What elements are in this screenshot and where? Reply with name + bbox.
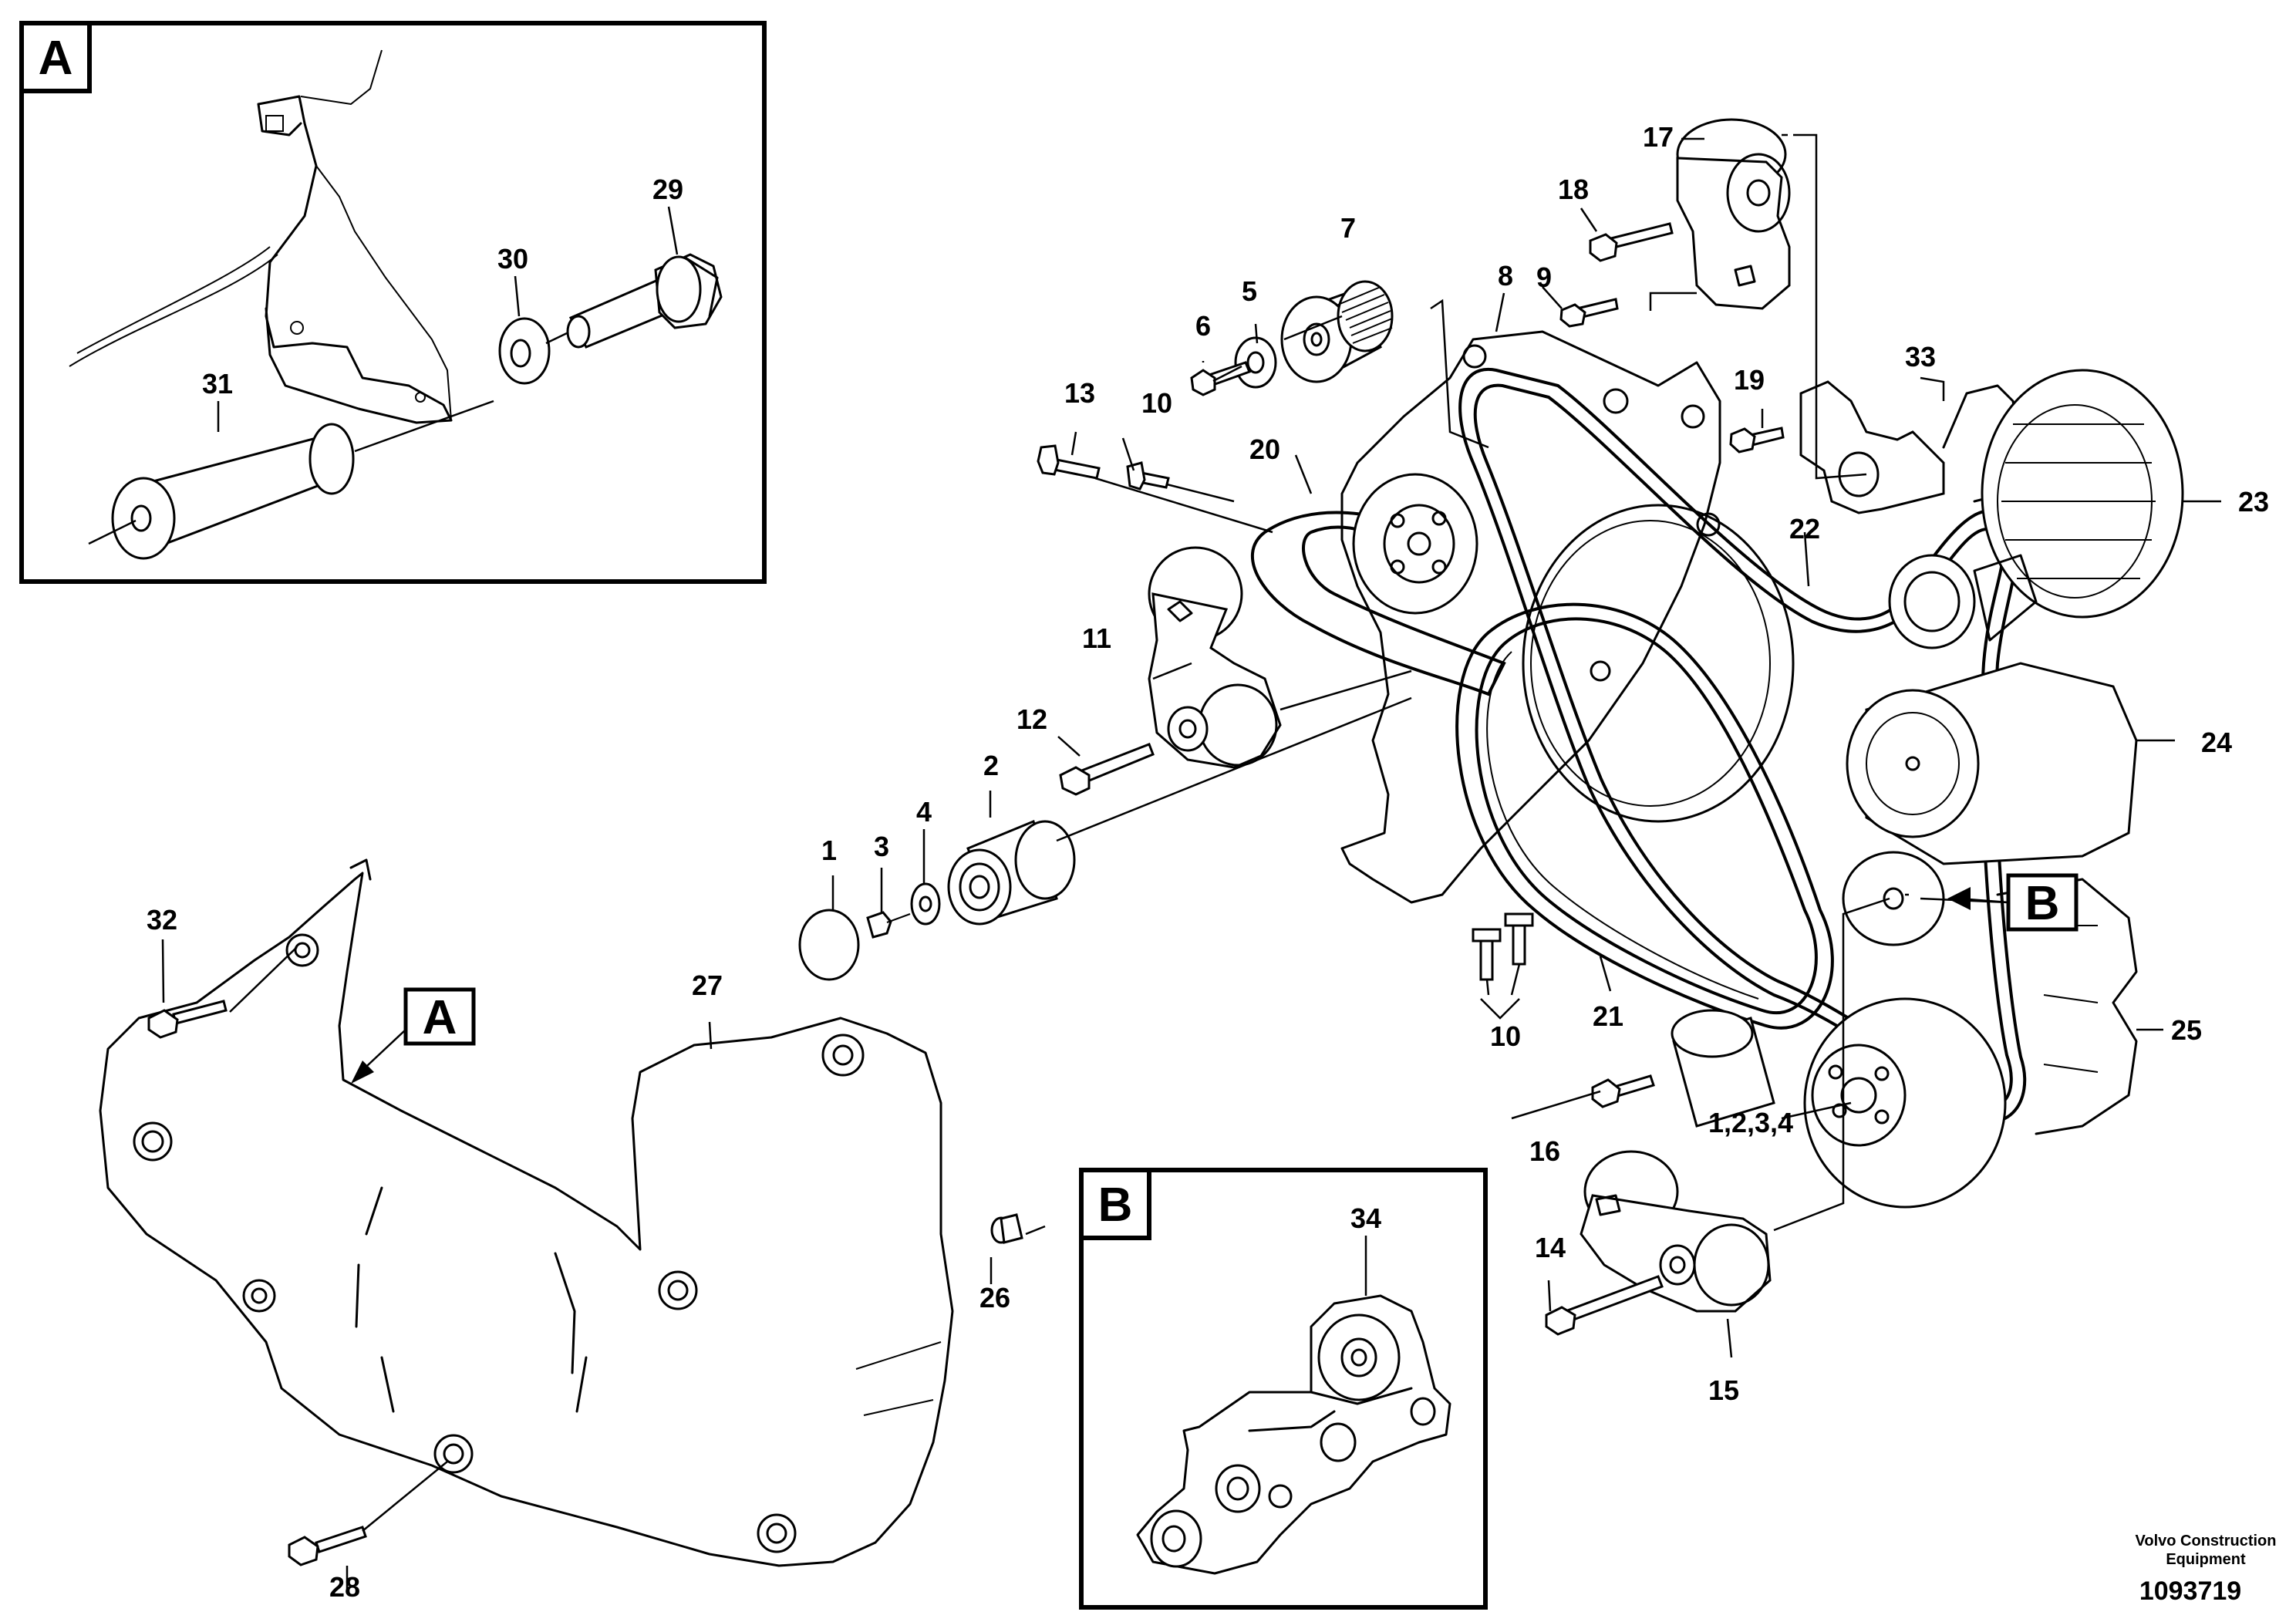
label-32: 32	[147, 904, 177, 936]
label-5: 5	[1242, 275, 1257, 307]
idler-pulley-7	[1280, 280, 1394, 383]
label-2: 2	[983, 750, 999, 781]
label-22: 22	[1789, 513, 1820, 545]
label-33: 33	[1905, 341, 1936, 373]
label-1: 1	[821, 835, 837, 866]
label-29: 29	[652, 174, 683, 205]
label-19: 19	[1734, 364, 1765, 396]
label-27: 27	[692, 969, 723, 1001]
idler-pulley-2	[947, 819, 1076, 926]
detail-a-panel: A 31	[19, 21, 767, 584]
tensioner-17	[1676, 118, 1791, 310]
label-10-upper: 10	[1141, 387, 1172, 419]
bracket-33	[1799, 380, 2022, 514]
label-8: 8	[1498, 260, 1513, 292]
detail-a-tag: A	[39, 32, 73, 85]
label-15: 15	[1708, 1374, 1739, 1406]
label-14: 14	[1535, 1232, 1566, 1263]
label-13: 13	[1064, 377, 1095, 409]
label-11: 11	[1082, 622, 1111, 654]
label-3: 3	[874, 831, 889, 862]
label-7: 7	[1340, 212, 1356, 244]
belt-22	[1458, 367, 2027, 1124]
label-4: 4	[916, 796, 932, 828]
brand-line-2: Equipment	[2166, 1551, 2246, 1568]
bolt-29	[566, 253, 723, 349]
detail-b-panel: B 34	[1079, 1168, 1488, 1610]
cover-27	[99, 858, 954, 1567]
label-24: 24	[2201, 727, 2232, 758]
cover-holes	[133, 933, 865, 1553]
label-26: 26	[979, 1282, 1010, 1313]
callout-b: B	[1947, 873, 2079, 932]
compressor-24	[1846, 662, 2138, 865]
label-34: 34	[1350, 1202, 1381, 1234]
label-6: 6	[1195, 310, 1211, 342]
label-10-lower: 10	[1490, 1020, 1521, 1052]
label-18: 18	[1558, 174, 1589, 205]
label-28: 28	[329, 1571, 360, 1603]
washer-30	[498, 317, 551, 385]
tensioner-11	[1148, 546, 1282, 769]
label-1234: 1,2,3,4	[1708, 1107, 1793, 1138]
label-17: 17	[1643, 121, 1674, 153]
fan-hub-25	[1803, 851, 2138, 1209]
label-21: 21	[1593, 1000, 1623, 1032]
label-23: 23	[2238, 486, 2269, 518]
engine-front-assembly	[147, 118, 2184, 1566]
label-25: 25	[2171, 1014, 2202, 1046]
tensioner-34	[1136, 1294, 1451, 1575]
reference-number: 1093719	[2139, 1576, 2241, 1606]
label-31: 31	[202, 368, 233, 400]
label-9: 9	[1536, 261, 1552, 293]
detail-b-tag: B	[1098, 1179, 1133, 1232]
leader-lines	[161, 133, 2221, 1589]
callout-a: A	[351, 987, 476, 1084]
tensioner-15	[1580, 1150, 1772, 1313]
alternator-23	[1888, 369, 2184, 649]
label-16: 16	[1529, 1135, 1560, 1167]
part-labels: 1 2 3 4 5 6 7 8 9 10 10 11 12 13 14 15 1…	[147, 121, 2269, 1603]
belt-21	[1455, 602, 1834, 1030]
label-12: 12	[1017, 703, 1047, 735]
footer: Volvo Construction Equipment 1093719	[2136, 1533, 2277, 1606]
svg-text:B: B	[2025, 877, 2060, 930]
spacer-sleeve-31	[111, 423, 355, 560]
brand-line-1: Volvo Construction	[2136, 1533, 2277, 1549]
label-20: 20	[1249, 433, 1280, 465]
svg-text:A: A	[423, 991, 457, 1044]
label-30: 30	[497, 243, 528, 275]
